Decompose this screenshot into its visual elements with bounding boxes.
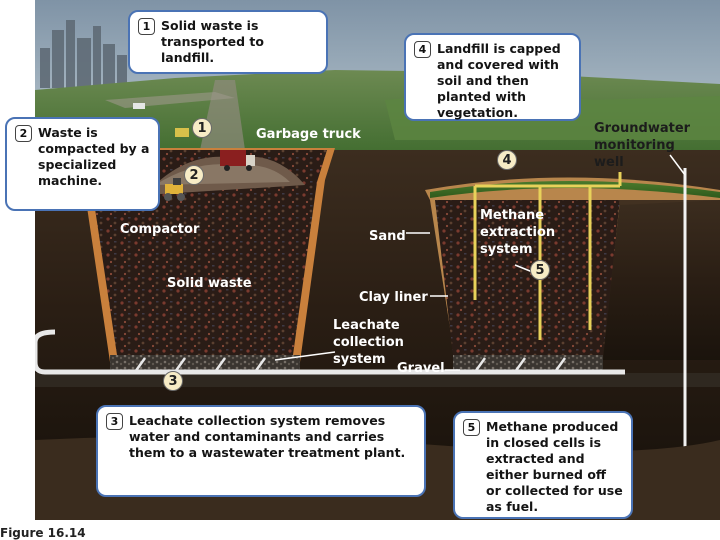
label-leachate-collection: Leachate collection system bbox=[333, 318, 404, 367]
marker-4: 4 bbox=[497, 150, 517, 170]
step-5-badge: 5 bbox=[463, 419, 480, 436]
marker-1: 1 bbox=[192, 118, 212, 138]
step-1-badge: 1 bbox=[138, 18, 155, 35]
callout-step-3-text: Leachate collection system removes water… bbox=[129, 413, 406, 460]
label-methane-extraction: Methane extraction system bbox=[480, 208, 556, 257]
callout-step-4: 4 Landfill is capped and covered with so… bbox=[404, 33, 581, 121]
marker-5: 5 bbox=[530, 260, 550, 280]
label-groundwater-well: Groundwater monitoring well bbox=[594, 121, 691, 170]
label-solid-waste: Solid waste bbox=[167, 276, 252, 291]
callout-step-1: 1 Solid waste is transported to landfill… bbox=[128, 10, 328, 74]
figure-caption: Figure 16.14 bbox=[0, 526, 86, 540]
callout-step-4-text: Landfill is capped and covered with soil… bbox=[437, 41, 561, 120]
step-3-badge: 3 bbox=[106, 413, 123, 430]
callout-step-5: 5 Methane produced in closed cells is ex… bbox=[453, 411, 633, 519]
label-gravel: Gravel bbox=[397, 361, 445, 376]
callout-step-5-text: Methane produced in closed cells is extr… bbox=[486, 419, 623, 514]
step-2-badge: 2 bbox=[15, 125, 32, 142]
callout-step-2-text: Waste is compacted by a specialized mach… bbox=[38, 125, 150, 188]
label-sand: Sand bbox=[369, 229, 406, 244]
marker-3: 3 bbox=[163, 371, 183, 391]
callout-step-3: 3 Leachate collection system removes wat… bbox=[96, 405, 426, 497]
callout-step-2: 2 Waste is compacted by a specialized ma… bbox=[5, 117, 160, 211]
label-garbage-truck: Garbage truck bbox=[256, 127, 361, 142]
label-compactor: Compactor bbox=[120, 222, 200, 237]
step-4-badge: 4 bbox=[414, 41, 431, 58]
label-clay-liner: Clay liner bbox=[359, 290, 428, 305]
callout-step-1-text: Solid waste is transported to landfill. bbox=[161, 18, 264, 65]
marker-2: 2 bbox=[184, 165, 204, 185]
